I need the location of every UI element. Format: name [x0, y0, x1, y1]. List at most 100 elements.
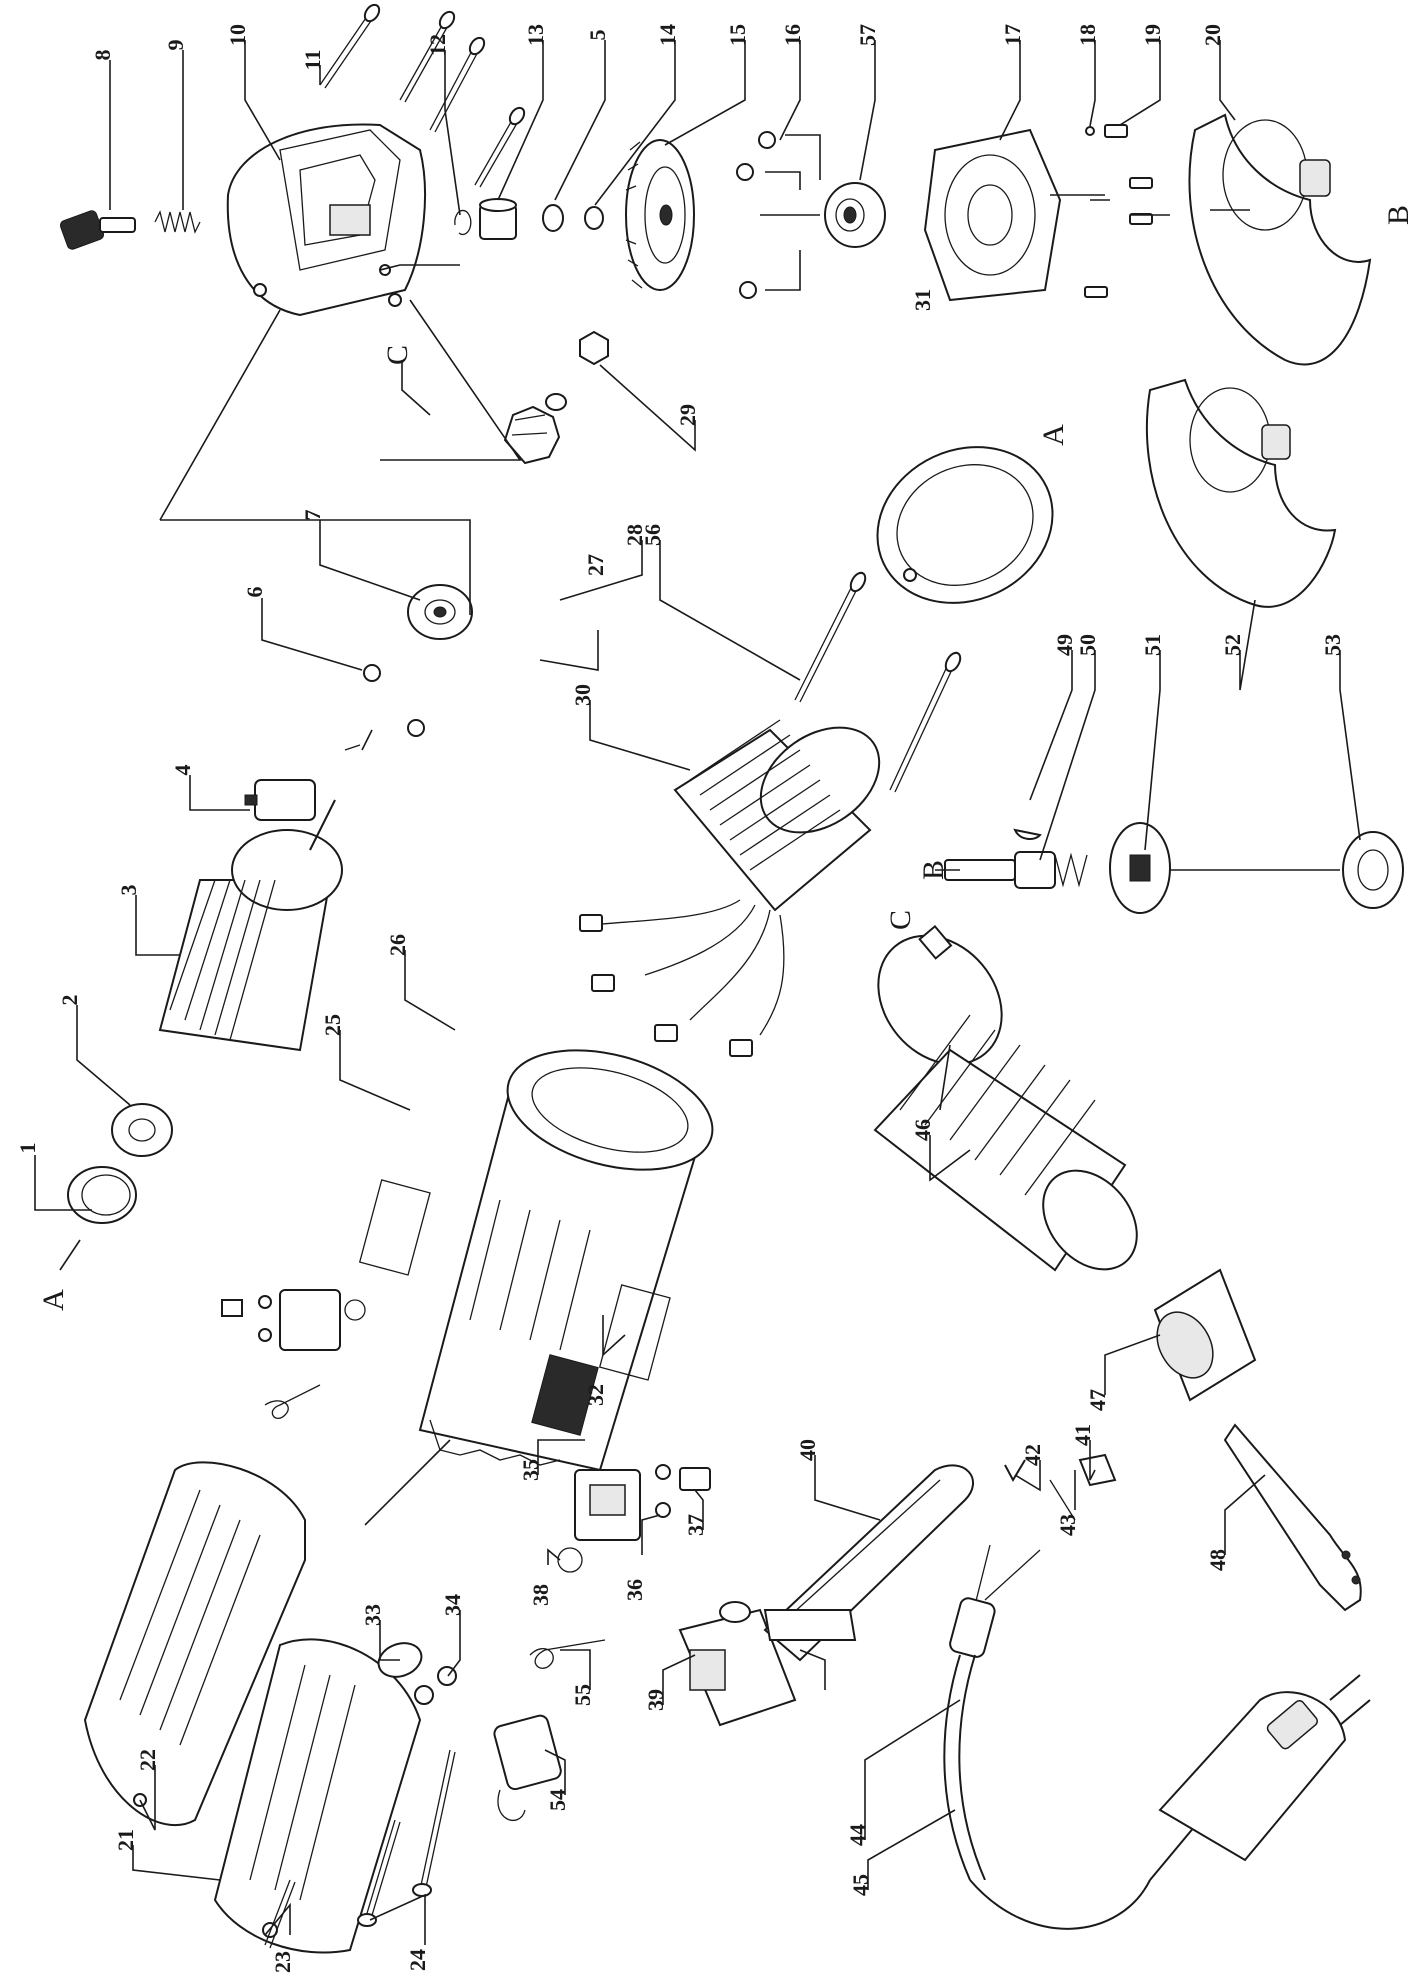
brush-holder-left-drawing	[221, 1289, 366, 1419]
part-drawings	[59, 3, 1404, 1954]
small-screws-16-drawing	[736, 131, 776, 299]
part-number-44: 44	[845, 1824, 870, 1846]
part-number-4: 4	[170, 765, 195, 776]
part-number-19: 19	[1140, 24, 1165, 46]
part-number-3: 3	[116, 885, 141, 896]
flange-screws-drawing	[1084, 124, 1153, 298]
part-number-16: 16	[780, 24, 805, 46]
screws-24-drawing	[412, 1749, 456, 1897]
part-number-8: 8	[90, 50, 115, 61]
part-number-23: 23	[270, 1951, 295, 1973]
part-number-35: 35	[518, 1459, 543, 1481]
part-number-39: 39	[643, 1689, 668, 1711]
washer-28-drawing	[545, 393, 567, 411]
pinion-gear-drawing	[503, 405, 561, 465]
spring-drawing	[154, 210, 201, 234]
part-number-6: 6	[242, 587, 267, 598]
bearing-flange-drawing	[923, 128, 1062, 302]
part-number-43: 43	[1055, 1514, 1080, 1536]
capacitor-drawing	[493, 1714, 562, 1821]
circlip-drawing	[454, 209, 472, 236]
motor-housing-drawing	[418, 1049, 714, 1472]
part-number-31: 31	[910, 289, 935, 311]
lock-nut-drawing	[1342, 831, 1404, 909]
long-screws-56-drawing	[794, 571, 962, 793]
part-number-50: 50	[1075, 634, 1100, 656]
carbon-brush-drawing	[679, 1467, 711, 1491]
bush-1-drawing	[67, 1166, 137, 1224]
label-25-drawing	[358, 1179, 431, 1276]
part-number-21: 21	[113, 1829, 138, 1851]
part-number-38: 38	[528, 1584, 553, 1606]
part-number-1: 1	[15, 1143, 40, 1154]
screw-36-drawing	[655, 1502, 671, 1518]
wheel-guard-52-drawing	[1145, 378, 1337, 608]
part-number-22: 22	[135, 1749, 160, 1771]
screws-23-drawing	[264, 1819, 401, 1949]
part-number-47: 47	[1085, 1389, 1110, 1411]
part-number-15: 15	[725, 24, 750, 46]
part-number-27: 27	[583, 554, 608, 576]
part-number-51: 51	[1140, 634, 1165, 656]
part-number-56: 56	[640, 524, 665, 546]
part-number-14: 14	[655, 24, 680, 46]
part-number-29: 29	[675, 404, 700, 426]
part-number-13: 13	[523, 24, 548, 46]
part-number-33: 33	[360, 1604, 385, 1626]
part-number-26: 26	[385, 934, 410, 956]
connector-a-right: A	[1037, 424, 1070, 446]
power-cord-drawing	[943, 1544, 1201, 1930]
plug-drawing	[1158, 1674, 1371, 1862]
part-number-30: 30	[570, 684, 595, 706]
part-number-54: 54	[545, 1789, 570, 1811]
gear-housing-drawing	[226, 123, 426, 317]
part-number-18: 18	[1075, 24, 1100, 46]
part-number-57: 57	[855, 24, 880, 46]
switch-lever-drawing	[763, 1464, 975, 1662]
part-number-5: 5	[585, 30, 610, 41]
brush-holder-35-drawing	[574, 1469, 641, 1541]
connector-a-left: A	[37, 1289, 70, 1311]
part-number-11: 11	[300, 50, 325, 71]
side-handle-drawing	[873, 924, 1138, 1272]
part-number-48: 48	[1205, 1549, 1230, 1571]
part-number-32: 32	[583, 1384, 608, 1406]
part-number-41: 41	[1070, 1424, 1095, 1446]
part-number-24: 24	[405, 1949, 430, 1971]
screws-6-drawing	[363, 664, 425, 737]
cord-clamp-41-drawing	[1078, 1453, 1117, 1487]
connector-b-top: B	[1382, 205, 1415, 225]
wire-55-drawing	[529, 1639, 606, 1669]
connector-c-handle: C	[884, 910, 917, 930]
connector-c-housing: C	[381, 345, 414, 365]
armature-drawing	[158, 744, 361, 1052]
part-number-12: 12	[425, 34, 450, 56]
part-number-10: 10	[225, 24, 250, 46]
key-drawing	[1013, 828, 1042, 840]
sleeve-drawing	[479, 198, 517, 240]
inner-flange-drawing	[1109, 822, 1171, 914]
spindle-lock-knob-drawing	[59, 210, 136, 250]
bevel-gear-drawing	[625, 139, 695, 291]
switch-drawing	[678, 1601, 797, 1727]
part-number-49: 49	[1052, 634, 1077, 656]
part-number-9: 9	[163, 40, 188, 51]
pin-43-drawing	[1049, 1479, 1076, 1521]
leader-lines	[34, 40, 1361, 1945]
part-number-36: 36	[622, 1579, 647, 1601]
part-number-42: 42	[1020, 1444, 1045, 1466]
bearing-7-drawing	[407, 584, 473, 640]
nut-29-drawing	[579, 330, 609, 366]
part-number-40: 40	[795, 1439, 820, 1461]
part-number-52: 52	[1220, 634, 1245, 656]
spindle-drawing	[944, 851, 1088, 889]
part-number-17: 17	[1000, 24, 1025, 46]
brush-spring-drawing	[557, 1547, 583, 1573]
part-number-28: 28	[622, 524, 647, 546]
part-number-55: 55	[570, 1684, 595, 1706]
front-cover-ring-drawing	[876, 446, 1054, 604]
washer-5-drawing	[542, 204, 564, 232]
part-number-45: 45	[848, 1874, 873, 1896]
